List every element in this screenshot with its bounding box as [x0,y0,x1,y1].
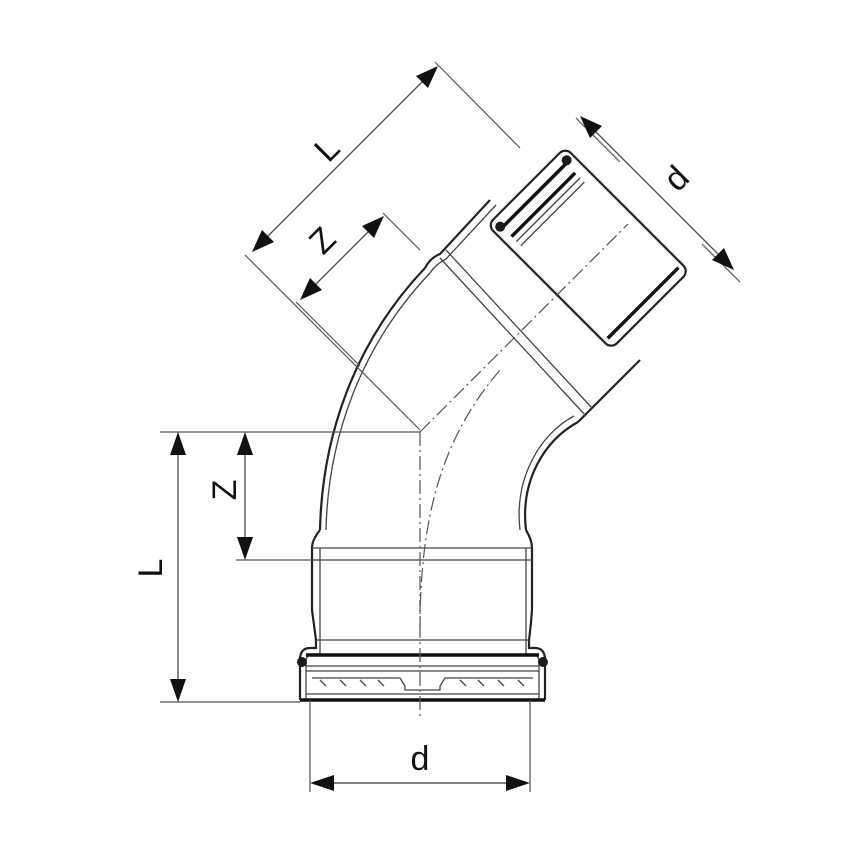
seal-ring-left [297,657,307,667]
elbow-bend [318,199,641,531]
upper-diameter-label: d [657,159,697,199]
lower-diameter-label: d [411,740,430,778]
seal-ring-right [538,657,548,667]
lower-dimensions [160,431,531,792]
grip-ring-lower [312,677,533,691]
upper-z-label: Z [302,220,344,262]
lower-z-label: Z [206,480,244,501]
lower-length-label: L [132,559,170,578]
centerlines [419,223,629,720]
upper-dimensions [244,61,741,431]
upper-socket [489,149,687,347]
lower-socket [297,529,548,702]
